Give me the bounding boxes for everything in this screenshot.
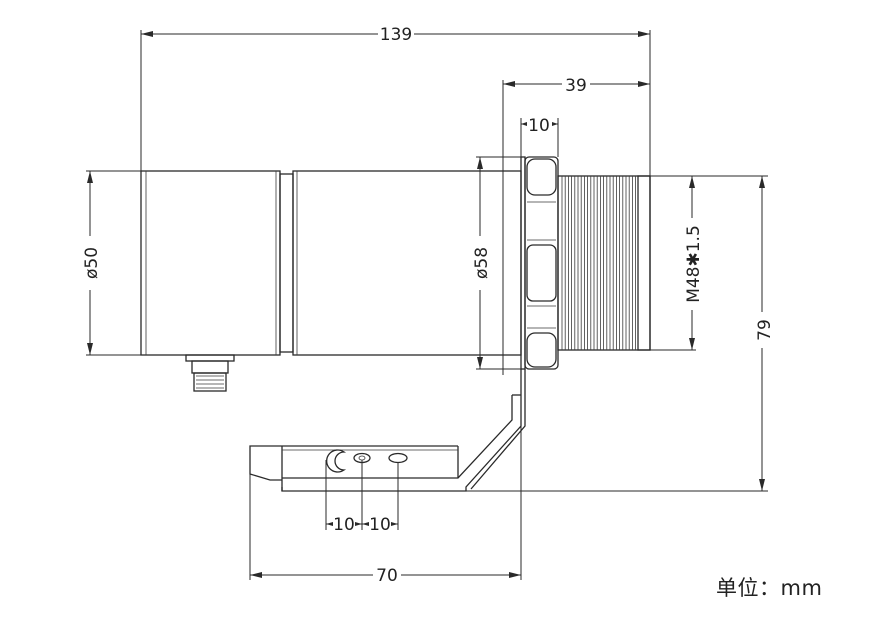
hex-nut — [524, 156, 559, 370]
dimension-bracket-length: 70 — [249, 426, 522, 586]
rear-housing — [140, 170, 281, 356]
dim-text-d58: ø58 — [472, 247, 492, 279]
unit-label: 单位：mm — [716, 576, 823, 600]
dim-text-39: 39 — [565, 76, 587, 96]
l-bracket — [249, 369, 526, 492]
cable-connector — [185, 354, 235, 392]
housing-joint — [279, 173, 294, 353]
dim-text-10-nut: 10 — [528, 116, 550, 136]
dim-text-70: 70 — [376, 566, 398, 586]
dim-text-d50: ø50 — [82, 247, 102, 279]
dimension-overall-length: 139 — [140, 25, 651, 176]
dimension-thread-length: 39 — [502, 76, 650, 375]
dimension-thread-spec: M48✱1.5 — [650, 175, 704, 351]
dim-text-10-a: 10 — [333, 515, 355, 535]
dim-text-10-b: 10 — [369, 515, 391, 535]
dimension-body-diameter: ø50 — [82, 170, 141, 356]
threaded-section — [557, 175, 651, 351]
dim-text-139: 139 — [380, 25, 412, 45]
dimension-nut-width: 10 — [520, 116, 559, 157]
dim-text-79: 79 — [755, 319, 775, 341]
dimension-height: 79 — [466, 175, 775, 492]
small-hole-2 — [388, 452, 408, 464]
dimension-nut-diameter: ø58 — [472, 156, 521, 370]
dimension-hole-spacing: 10 10 — [325, 460, 399, 535]
slotted-hole — [326, 449, 347, 473]
dim-text-m48: M48✱1.5 — [684, 225, 704, 303]
